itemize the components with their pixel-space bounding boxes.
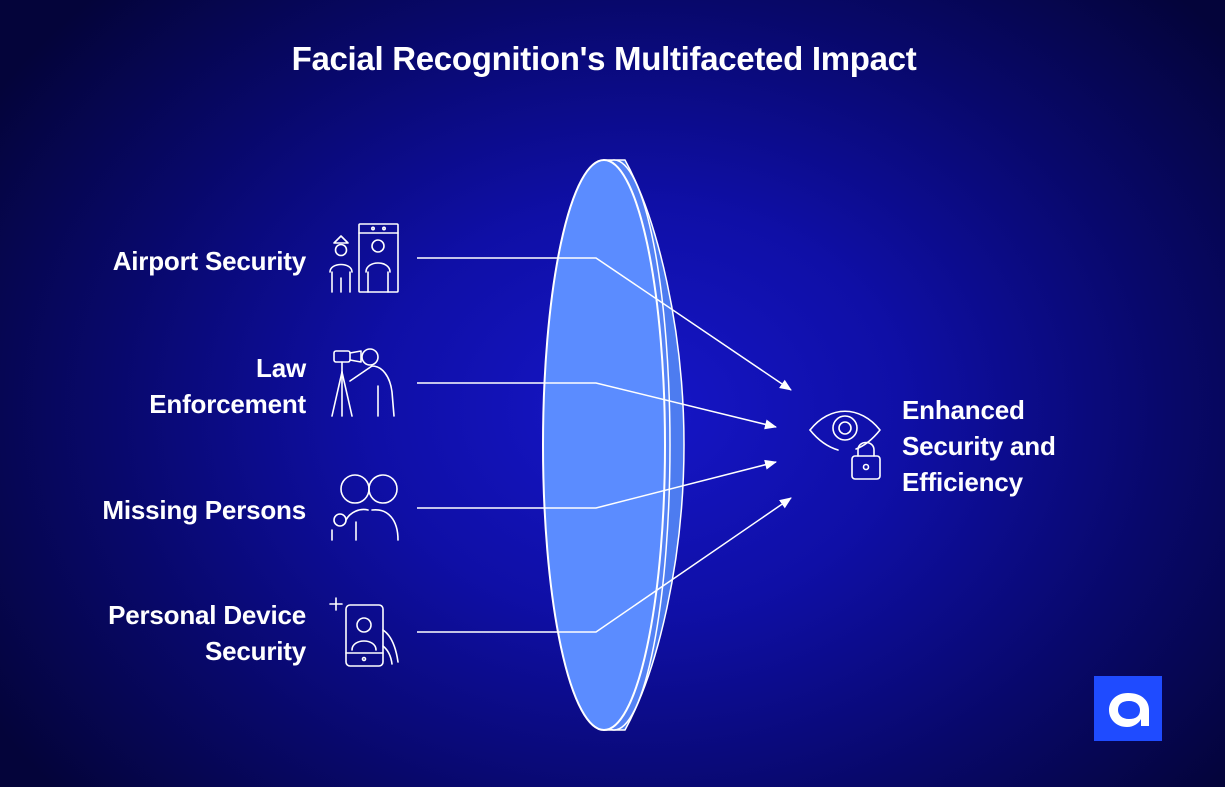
result-line: Efficiency [902, 467, 1023, 497]
label-airport-security: Airport Security [113, 243, 306, 279]
arrow-law-enforcement [417, 382, 777, 430]
label-line: Personal Device [108, 600, 306, 630]
label-line: Law [256, 353, 306, 383]
page-title: Facial Recognition's Multifaceted Impact [291, 40, 917, 77]
label-line: Airport Security [112, 246, 306, 276]
label-law-enforcement: Law Enforcement [149, 350, 306, 422]
lens-front-face [542, 159, 666, 731]
logo-a-glyph [1109, 693, 1149, 727]
arrow-personal-device [417, 497, 792, 633]
arrow-missing-persons [417, 459, 777, 509]
airport-security-icon [329, 223, 399, 293]
label-line: Missing Persons [102, 495, 306, 525]
arrow-airport-security [417, 257, 792, 391]
label-missing-persons: Missing Persons [102, 492, 306, 528]
surveillance-camera-icon [331, 348, 395, 417]
connectors [417, 257, 792, 633]
result-label: Enhanced Security and Efficiency [902, 392, 1056, 500]
result-line: Security and [902, 431, 1056, 461]
phone-face-id-icon [329, 597, 399, 667]
people-icon [331, 474, 399, 541]
lens [542, 159, 685, 731]
eye-lock-icon [809, 410, 881, 480]
result-line: Enhanced [902, 395, 1025, 425]
brand-logo [1094, 676, 1162, 741]
label-line: Security [204, 636, 306, 666]
label-personal-device-security: Personal Device Security [108, 597, 306, 669]
label-line: Enforcement [149, 389, 306, 419]
